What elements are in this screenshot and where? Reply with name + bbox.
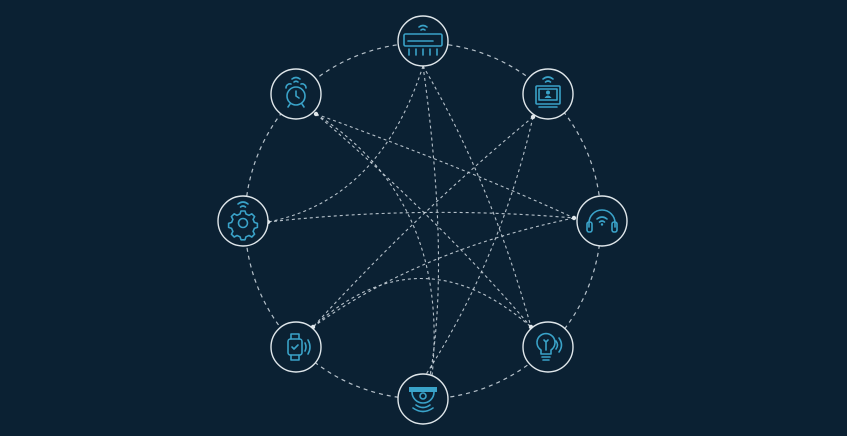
link-headphones-watch (312, 217, 575, 328)
node-circle (522, 321, 574, 373)
dot-alarm (313, 111, 319, 117)
link-ac-gear (267, 65, 424, 223)
node-settings-gear (217, 195, 269, 247)
smart-bulb-icon (536, 332, 563, 361)
alarm-clock-icon (285, 76, 307, 108)
node-security-camera (397, 373, 449, 425)
dot-tv (530, 114, 536, 120)
link-ac-bulb (422, 65, 532, 328)
node-smartwatch (270, 321, 322, 373)
air-conditioner-icon (403, 24, 443, 56)
smartwatch-icon (287, 333, 311, 361)
link-tv-camera (424, 116, 534, 377)
link-gear-headphones (267, 211, 575, 223)
gear-icon (227, 201, 259, 241)
link-alarm-camera (315, 113, 435, 377)
link-tv-watch (312, 116, 534, 328)
connection-lines (267, 65, 575, 377)
headphones-icon (586, 209, 618, 233)
smart-tv-icon (535, 76, 561, 108)
node-air-conditioner (397, 15, 449, 67)
node-smart-tv (522, 68, 574, 120)
security-camera-icon (409, 387, 437, 413)
link-alarm-bulb (315, 113, 532, 328)
link-watch-bulb (312, 278, 532, 328)
dot-headphones (571, 215, 577, 221)
link-alarm-headphones (315, 113, 575, 219)
node-smart-bulb (522, 321, 574, 373)
connection-dots (265, 111, 577, 330)
node-headphones (576, 195, 628, 247)
link-ac-camera (422, 65, 440, 377)
node-alarm-clock (270, 68, 322, 120)
node-circle (217, 195, 269, 247)
